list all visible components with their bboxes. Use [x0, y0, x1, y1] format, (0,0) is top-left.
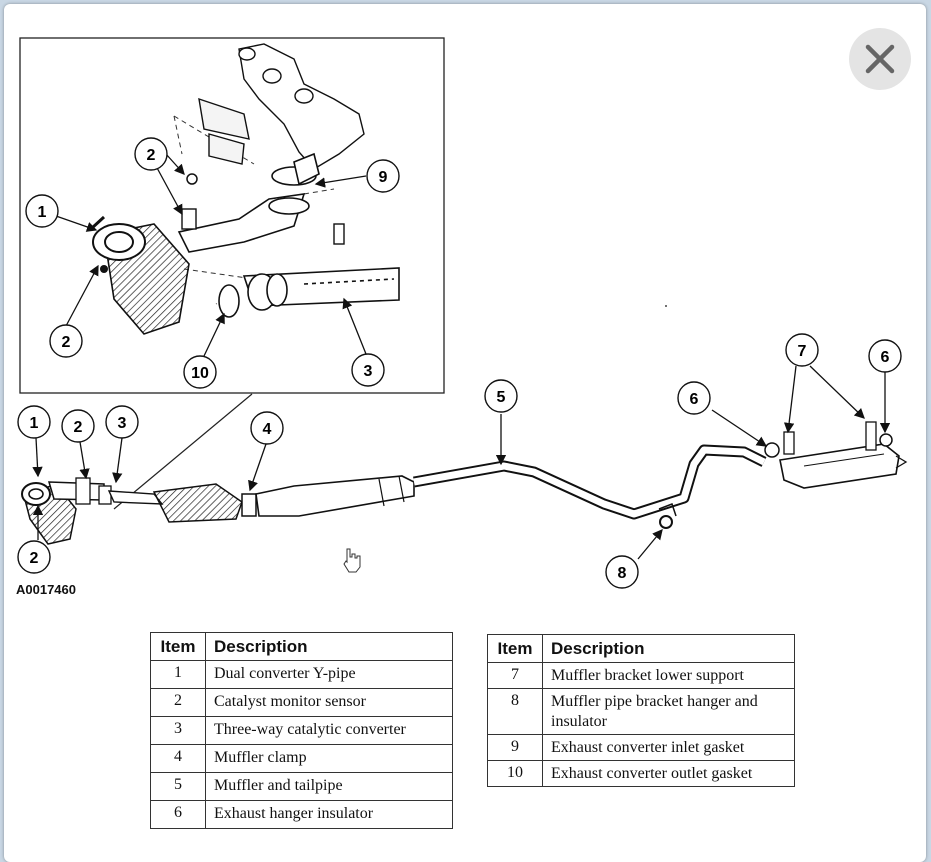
callout-main-4: 4 — [250, 411, 284, 445]
svg-text:1: 1 — [30, 415, 39, 432]
item-description: Dual converter Y-pipe — [205, 660, 453, 689]
callout-inset-1: 1 — [25, 194, 59, 228]
svg-text:3: 3 — [118, 415, 127, 432]
svg-text:4: 4 — [263, 421, 272, 438]
callout-inset-2a: 2 — [134, 137, 168, 171]
callout-main-2b: 2 — [17, 540, 51, 574]
callout-inset-2b: 2 — [49, 324, 83, 358]
item-description: Muffler pipe bracket hanger and insulato… — [542, 688, 795, 735]
callout-main-5: 5 — [484, 379, 518, 413]
close-button[interactable] — [849, 28, 911, 90]
legend-left-desc-header: Description — [205, 632, 453, 661]
callout-main-3: 3 — [105, 405, 139, 439]
svg-text:2: 2 — [147, 147, 156, 164]
callout-main-1: 1 — [17, 405, 51, 439]
callout-main-2a: 2 — [61, 409, 95, 443]
callout-main-6b: 6 — [868, 339, 902, 373]
svg-text:2: 2 — [62, 334, 71, 351]
svg-text:9: 9 — [379, 169, 388, 186]
item-description: Muffler bracket lower support — [542, 662, 795, 689]
inset-catalytic-converter — [90, 173, 345, 335]
item-number: 5 — [150, 772, 206, 801]
legend-left-item-header: Item — [150, 632, 206, 661]
image-viewer-frame: 1 2 9 2 10 3 1 2 3 2 4 5 6 7 6 8 A001746… — [4, 4, 926, 862]
svg-text:5: 5 — [497, 389, 506, 406]
exhaust-assembly — [21, 305, 908, 545]
callout-inset-9: 9 — [366, 159, 400, 193]
svg-text:7: 7 — [798, 343, 807, 360]
item-description: Exhaust converter inlet gasket — [542, 734, 795, 761]
legend-right-item-header: Item — [487, 634, 543, 663]
item-description: Three-way catalytic converter — [205, 716, 453, 745]
hand-cursor-icon — [343, 548, 361, 573]
svg-text:2: 2 — [30, 550, 39, 567]
item-description: Exhaust hanger insulator — [205, 800, 453, 829]
callout-main-6a: 6 — [677, 381, 711, 415]
svg-text:6: 6 — [881, 349, 890, 366]
svg-text:8: 8 — [618, 565, 627, 582]
svg-text:6: 6 — [690, 391, 699, 408]
item-number: 1 — [150, 660, 206, 689]
inset-outlet-pipe — [218, 267, 400, 318]
item-number: 6 — [150, 800, 206, 829]
item-number: 3 — [150, 716, 206, 745]
exhaust-system-diagram: 1 2 9 2 10 3 1 2 3 2 4 5 6 7 6 8 — [17, 37, 908, 589]
inset-detail-view — [19, 37, 445, 394]
svg-text:2: 2 — [74, 419, 83, 436]
item-description: Catalyst monitor sensor — [205, 688, 453, 717]
item-description: Muffler and tailpipe — [205, 772, 453, 801]
svg-text:3: 3 — [364, 363, 373, 380]
item-number: 10 — [487, 760, 543, 787]
callout-group: 1 2 9 2 10 3 1 2 3 2 4 5 6 7 6 8 — [17, 137, 902, 589]
item-description: Exhaust converter outlet gasket — [542, 760, 795, 787]
item-number: 2 — [150, 688, 206, 717]
legend-right-desc-header: Description — [542, 634, 795, 663]
callout-inset-10: 10 — [183, 355, 217, 389]
item-description: Muffler clamp — [205, 744, 453, 773]
svg-text:1: 1 — [38, 204, 47, 221]
figure-code: A0017460 — [16, 582, 76, 597]
close-icon — [865, 44, 895, 74]
callout-main-8: 8 — [605, 555, 639, 589]
callout-main-7: 7 — [785, 333, 819, 367]
item-number: 7 — [487, 662, 543, 689]
svg-text:10: 10 — [191, 365, 209, 382]
item-number: 8 — [487, 688, 543, 735]
item-number: 9 — [487, 734, 543, 761]
exhaust-manifold — [198, 43, 365, 170]
callout-inset-3: 3 — [351, 353, 385, 387]
y-pipe — [177, 152, 320, 253]
item-number: 4 — [150, 744, 206, 773]
